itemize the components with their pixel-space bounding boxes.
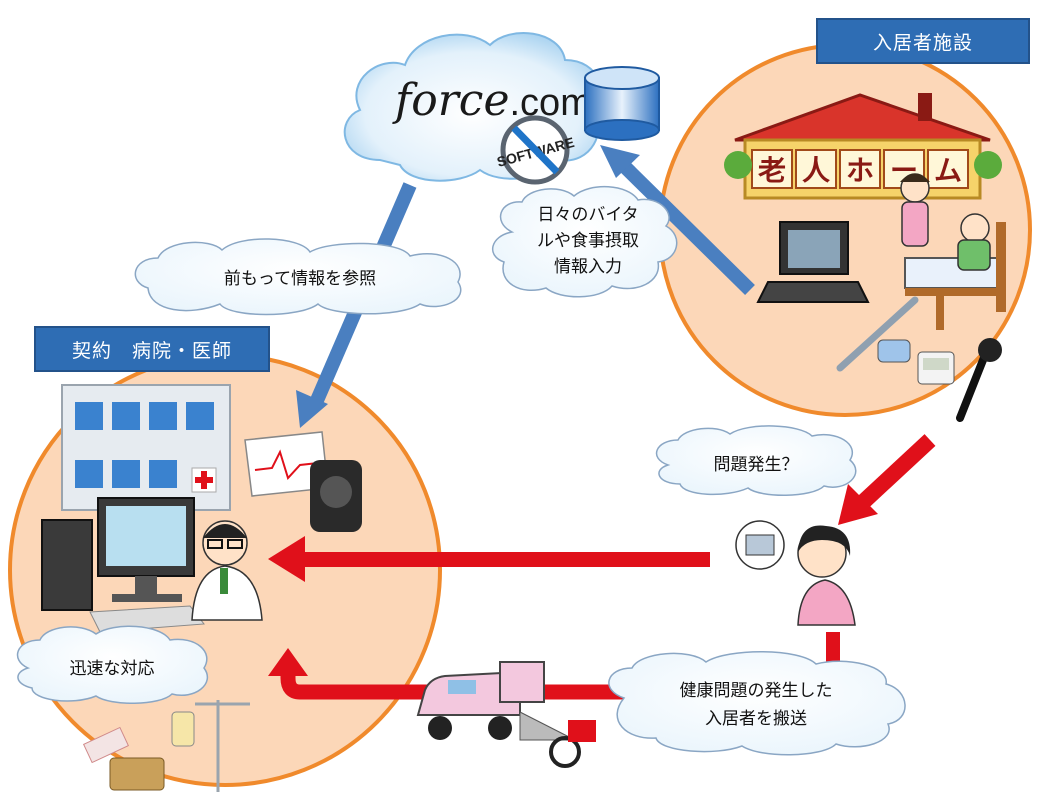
nursing-home-sign: 老 人 ホ ー ム (758, 154, 962, 187)
thermometer-icon (836, 296, 919, 372)
svg-text:迅速な対応: 迅速な対応 (70, 659, 155, 679)
desktop-computer-icon (41, 497, 205, 633)
patient-bed-icon (904, 213, 1006, 330)
arrow-facility-to-database (600, 145, 755, 295)
iv-drip-icon (171, 700, 250, 792)
svg-text:ム: ム (934, 154, 962, 187)
doctor-icon (191, 520, 263, 621)
blood-pressure-monitor-icon (877, 339, 955, 385)
bubble-reference: 前もって情報を参照 (134, 238, 462, 316)
hospital-small-icon (735, 520, 785, 570)
svg-text:ホ: ホ (846, 154, 874, 187)
nursing-home-icon (724, 93, 1002, 200)
svg-text:問題発生？: 問題発生？ (714, 455, 799, 475)
microphone-icon (956, 338, 1002, 422)
svg-text:健康問題の発生した: 健康問題の発生した (680, 681, 833, 701)
caregiver-icon (900, 173, 930, 247)
bubble-transport: 健康問題の発生した 入居者を搬送 (608, 651, 906, 756)
arrow-caller-to-doctor (268, 536, 710, 582)
svg-text:入居者を搬送: 入居者を搬送 (705, 709, 807, 729)
pills-icon (82, 726, 130, 764)
speaker-icon (310, 460, 362, 532)
svg-text:ルや食事摂取: ルや食事摂取 (537, 231, 639, 251)
hospital-label: 契約 病院・医師 (34, 326, 270, 372)
arrow-facility-to-caller (838, 434, 936, 525)
bubble-vitals: 日々のバイタ ルや食事摂取 情報入力 (492, 185, 678, 298)
bubble-problem: 問題発生？ (655, 425, 857, 496)
svg-text:人: 人 (802, 154, 830, 187)
wheelchair-icon (549, 720, 596, 768)
svg-text:日々のバイタ: 日々のバイタ (537, 205, 638, 225)
facility-label: 入居者施設 (816, 18, 1030, 64)
hospital-building-icon (61, 384, 231, 511)
svg-text:情報入力: 情報入力 (554, 257, 622, 277)
bubble-reference-text: 前もって情報を参照 (224, 269, 376, 289)
bubble-rapid: 迅速な対応 (16, 625, 209, 704)
laptop-icon (756, 221, 870, 303)
svg-text:老: 老 (758, 154, 786, 187)
database-icon (584, 66, 660, 141)
transport-van-icon (416, 661, 576, 741)
medical-bag-icon (109, 757, 165, 791)
no-software-icon: SOFTWARE (495, 115, 576, 185)
caller-woman-icon (797, 525, 856, 626)
cloud-brand: force.com (392, 75, 592, 126)
